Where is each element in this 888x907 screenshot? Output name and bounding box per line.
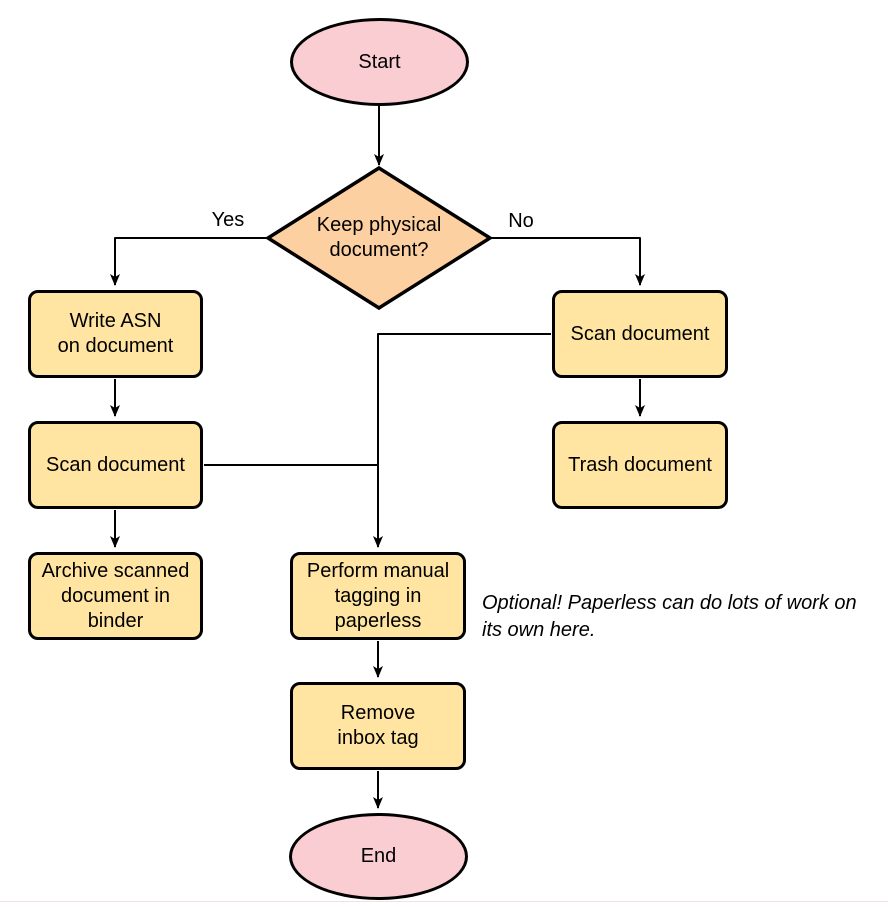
- node-remove-inbox-tag-label-line2: inbox tag: [337, 727, 419, 749]
- node-write-asn-label-line1: Write ASN: [69, 310, 162, 332]
- node-write-asn: Write ASN on document: [28, 290, 203, 378]
- node-archive-binder-label-line3: binder: [87, 609, 144, 632]
- edge-decision-write-asn: [110, 237, 266, 286]
- annotation-line1: Optional! Paperless can do lots of work …: [482, 592, 857, 614]
- edge-label-yes: Yes: [211, 209, 245, 231]
- node-archive-binder-label-line2: document in: [61, 584, 170, 607]
- node-end: End: [289, 813, 468, 900]
- node-remove-inbox-tag: Remove inbox tag: [290, 682, 466, 770]
- node-write-asn-label-line2: on document: [57, 335, 174, 357]
- node-end-label: End: [360, 845, 397, 867]
- annotation-line2: its own here.: [482, 619, 596, 641]
- node-manual-tagging-label-line3: paperless: [334, 609, 422, 632]
- node-archive-binder-label-line1: Archive scanned: [41, 559, 190, 582]
- edge-scan-right-tagging: [373, 333, 551, 548]
- node-archive-binder: Archive scanned document in binder: [28, 552, 203, 640]
- node-scan-document-left-label: Scan document: [46, 453, 185, 476]
- node-scan-document-left: Scan document: [28, 421, 203, 509]
- page-bottom-edge: [0, 901, 888, 902]
- node-trash-document-label: Trash document: [568, 453, 712, 476]
- edge-decision-scan-right: [490, 237, 645, 286]
- node-decision: Keep physical document?: [268, 170, 490, 306]
- node-scan-document-right-label: Scan document: [570, 322, 710, 345]
- node-decision-label-line2: document?: [329, 239, 429, 261]
- edge-label-no: No: [508, 210, 534, 232]
- node-remove-inbox-tag-label-line1: Remove: [340, 702, 416, 724]
- node-start: Start: [290, 18, 469, 106]
- node-manual-tagging: Perform manual tagging in paperless: [290, 552, 466, 640]
- node-start-label: Start: [358, 50, 401, 73]
- node-trash-document: Trash document: [552, 421, 728, 509]
- node-decision-label-line1: Keep physical: [316, 214, 442, 236]
- node-manual-tagging-label-line2: tagging in: [334, 584, 422, 607]
- node-manual-tagging-label-line1: Perform manual: [306, 559, 450, 582]
- node-scan-document-right: Scan document: [552, 290, 728, 378]
- annotation-optional-note: Optional! Paperless can do lots of work …: [482, 590, 857, 644]
